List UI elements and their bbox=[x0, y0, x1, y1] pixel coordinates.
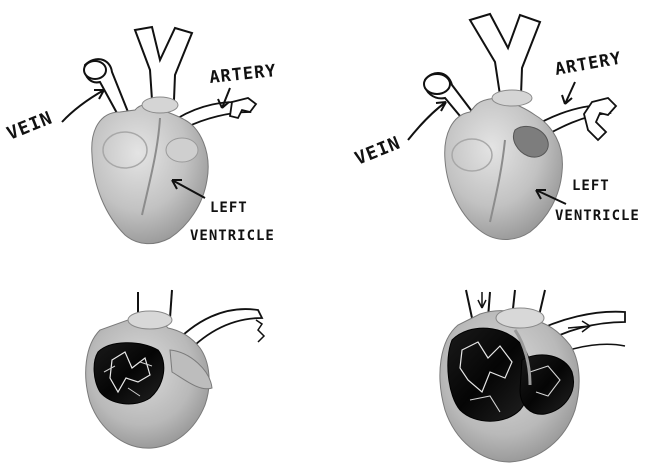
artery-label: ARTERY bbox=[208, 61, 277, 88]
vein-arrow bbox=[62, 90, 104, 122]
heart-right-bulge bbox=[166, 138, 198, 162]
heart-interior-cavity bbox=[94, 343, 164, 404]
artery-arrow bbox=[562, 82, 575, 104]
heart-body bbox=[92, 104, 208, 243]
aorta-y-vessel bbox=[470, 14, 540, 95]
vein-label: VEIN bbox=[4, 107, 56, 144]
vessel-stub-right bbox=[170, 290, 172, 318]
left-ventricle-label-line1: LEFT bbox=[210, 200, 248, 216]
vein-label: VEIN bbox=[352, 132, 404, 169]
panel-top-left: VEIN ARTERY LEFT VENTRICLE bbox=[4, 27, 278, 244]
left-ventricle-label-line2: VENTRICLE bbox=[555, 208, 640, 224]
vein-opening bbox=[424, 74, 450, 94]
vein-arrow bbox=[408, 102, 446, 140]
panel-top-right: VEIN ARTERY LEFT VENTRICLE bbox=[352, 14, 640, 240]
artery-end bbox=[256, 320, 264, 342]
heart-top-rim bbox=[142, 97, 178, 113]
left-ventricle-label-line2: VENTRICLE bbox=[190, 228, 275, 244]
artery-branch bbox=[230, 98, 256, 118]
artery-branch bbox=[584, 98, 616, 140]
heart-top-rim bbox=[492, 90, 532, 106]
vein-opening bbox=[84, 61, 106, 79]
heart-interior-cavity bbox=[448, 328, 532, 421]
panel-bottom-left bbox=[86, 290, 264, 448]
panel-bottom-right bbox=[440, 290, 625, 462]
left-ventricle-label-line1: LEFT bbox=[572, 178, 610, 194]
heart-top-rim bbox=[496, 308, 544, 328]
heart-top-rim bbox=[128, 311, 172, 329]
artery-label: ARTERY bbox=[553, 49, 623, 80]
vessel-stub bbox=[466, 290, 472, 318]
small-arrow-down bbox=[478, 292, 486, 308]
aorta-y-vessel bbox=[135, 27, 192, 100]
